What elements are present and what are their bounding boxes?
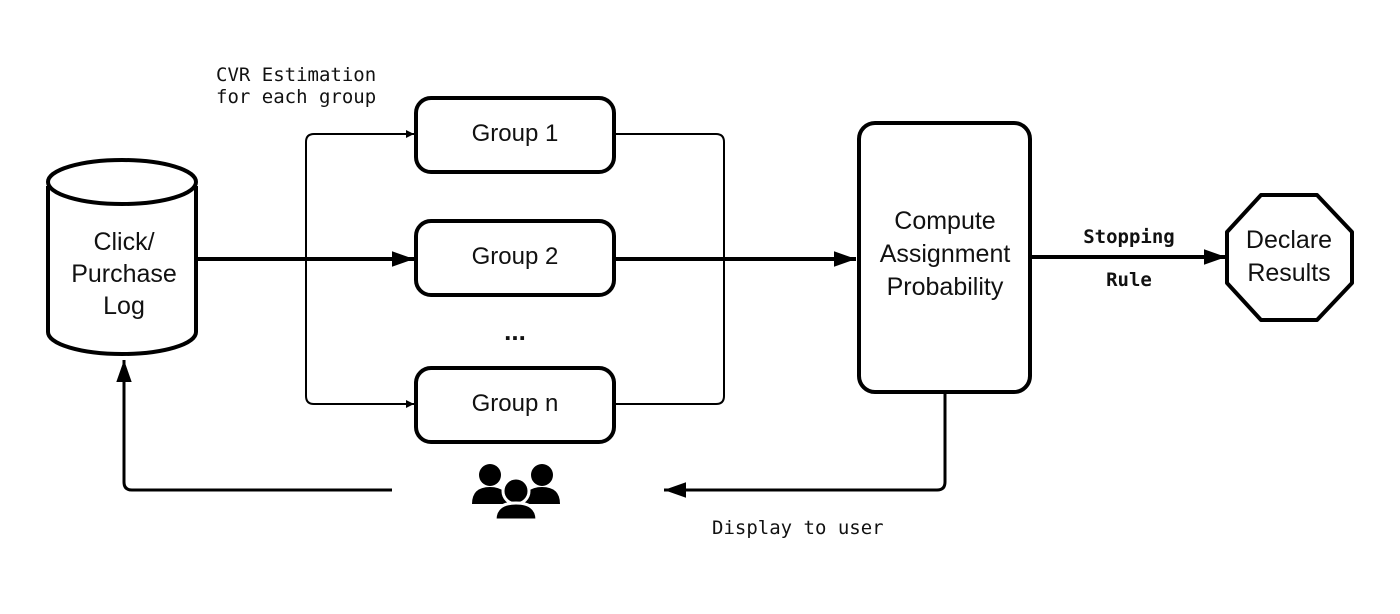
- compute-label-line1: Compute: [894, 207, 995, 235]
- compute-assignment-probability-node: Compute Assignment Probability: [857, 121, 1032, 394]
- group-of-users-icon: [472, 464, 560, 522]
- group-n-node: Group n: [414, 366, 616, 444]
- group1-merge-line: [616, 133, 725, 259]
- compute-label-line2: Assignment: [880, 240, 1011, 268]
- groupn-merge-line: [616, 259, 725, 405]
- log-label-line2: Purchase: [71, 260, 177, 288]
- group-2-node: Group 2: [414, 219, 616, 297]
- branch-to-group1-arrow: [305, 130, 414, 259]
- display-to-user-arrow: [664, 394, 947, 498]
- declare-label-line1: Declare: [1246, 226, 1332, 254]
- cvr-annotation-line1: CVR Estimation: [216, 64, 376, 86]
- stopping-rule-label-line1: Stopping: [1083, 226, 1175, 248]
- stopping-rule-label-line2: Rule: [1106, 269, 1152, 291]
- groups-ellipsis: ...: [504, 316, 526, 346]
- log-label-line3: Log: [103, 292, 145, 320]
- branch-to-groupn-arrow: [305, 259, 414, 408]
- group-1-label: Group 1: [472, 120, 559, 147]
- users-to-log-arrow: [116, 360, 392, 492]
- display-to-user-label: Display to user: [712, 517, 884, 539]
- log-label-line1: Click/: [93, 228, 154, 256]
- declare-label-line2: Results: [1247, 259, 1330, 287]
- declare-results-node: Declare Results: [1225, 193, 1354, 322]
- click-purchase-log-node: Click/ Purchase Log: [46, 158, 198, 356]
- group-n-label: Group n: [472, 390, 559, 417]
- compute-label-line3: Probability: [887, 273, 1004, 301]
- cvr-annotation-line2: for each group: [216, 86, 376, 108]
- group-1-node: Group 1: [414, 96, 616, 174]
- group-2-label: Group 2: [472, 243, 559, 270]
